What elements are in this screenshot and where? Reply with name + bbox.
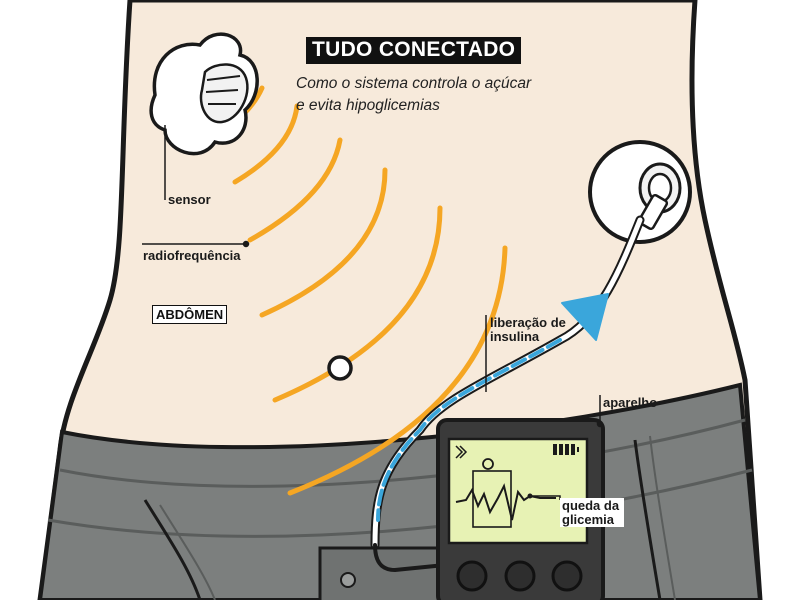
device-label: aparelho — [603, 395, 658, 410]
flow-arrow-icon — [561, 293, 609, 341]
insulin-tube — [370, 215, 645, 573]
sensor-label: sensor — [168, 192, 211, 207]
pump-device-icon — [436, 418, 605, 600]
pump-button-1 — [456, 560, 488, 592]
jeans-button — [340, 572, 356, 588]
navel-icon — [327, 355, 353, 381]
pump-button-3 — [551, 560, 583, 592]
sensor-patch-icon — [149, 32, 259, 156]
insulin-patch-icon — [588, 140, 692, 244]
pump-button-2 — [504, 560, 536, 592]
page-title: TUDO CONECTADO — [306, 37, 522, 64]
radio-waves — [212, 85, 508, 496]
insulin-release-label: liberação de insulina — [490, 315, 566, 344]
battery-icon — [553, 444, 579, 455]
glucose-drop-label: queda da glicemia — [560, 498, 624, 528]
radiofrequency-label: radiofrequência — [143, 248, 241, 263]
subtitle: Como o sistema controla o açúcar e evita… — [296, 75, 532, 115]
abdomen-label: ABDÔMEN — [152, 305, 228, 324]
